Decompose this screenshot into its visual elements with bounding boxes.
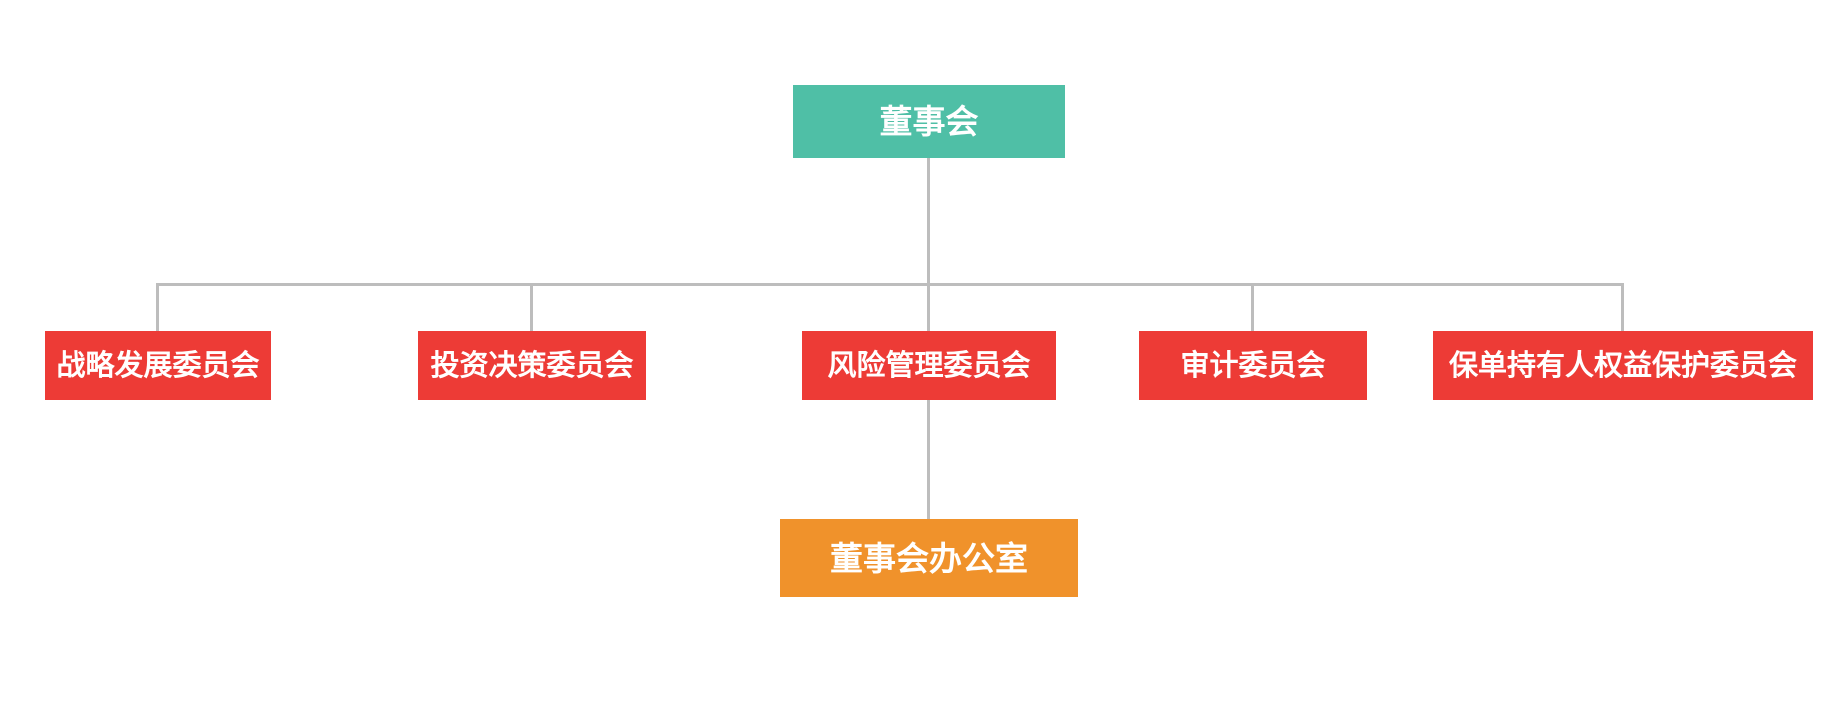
node-audit-committee-label: 审计委员会 — [1180, 348, 1326, 382]
connector-drop-investment — [530, 283, 533, 333]
node-policyholder-rights-protection-committee: 保单持有人权益保护委员会 — [1433, 331, 1813, 400]
connector-drop-audit — [1251, 283, 1254, 333]
connector-drop-strategic — [156, 283, 159, 333]
connector-root-stem — [927, 158, 930, 284]
connector-horizontal-bus — [156, 283, 1624, 286]
node-investment-decision-committee: 投资决策委员会 — [418, 331, 646, 400]
connector-drop-risk — [927, 283, 930, 333]
connector-office-stem — [927, 400, 930, 519]
connector-drop-policyholder — [1621, 283, 1624, 333]
node-board-of-directors: 董事会 — [793, 85, 1065, 158]
node-audit-committee: 审计委员会 — [1139, 331, 1367, 400]
node-risk-management-committee: 风险管理委员会 — [802, 331, 1056, 400]
node-strategic-development-committee: 战略发展委员会 — [45, 331, 271, 400]
node-investment-decision-committee-label: 投资决策委员会 — [430, 348, 634, 382]
node-board-office-label: 董事会办公室 — [830, 538, 1028, 578]
node-risk-management-committee-label: 风险管理委员会 — [827, 348, 1031, 382]
node-board-of-directors-label: 董事会 — [879, 102, 979, 141]
node-board-office: 董事会办公室 — [780, 519, 1078, 597]
node-strategic-development-committee-label: 战略发展委员会 — [56, 348, 260, 382]
node-policyholder-rights-protection-committee-label: 保单持有人权益保护委员会 — [1448, 348, 1797, 382]
